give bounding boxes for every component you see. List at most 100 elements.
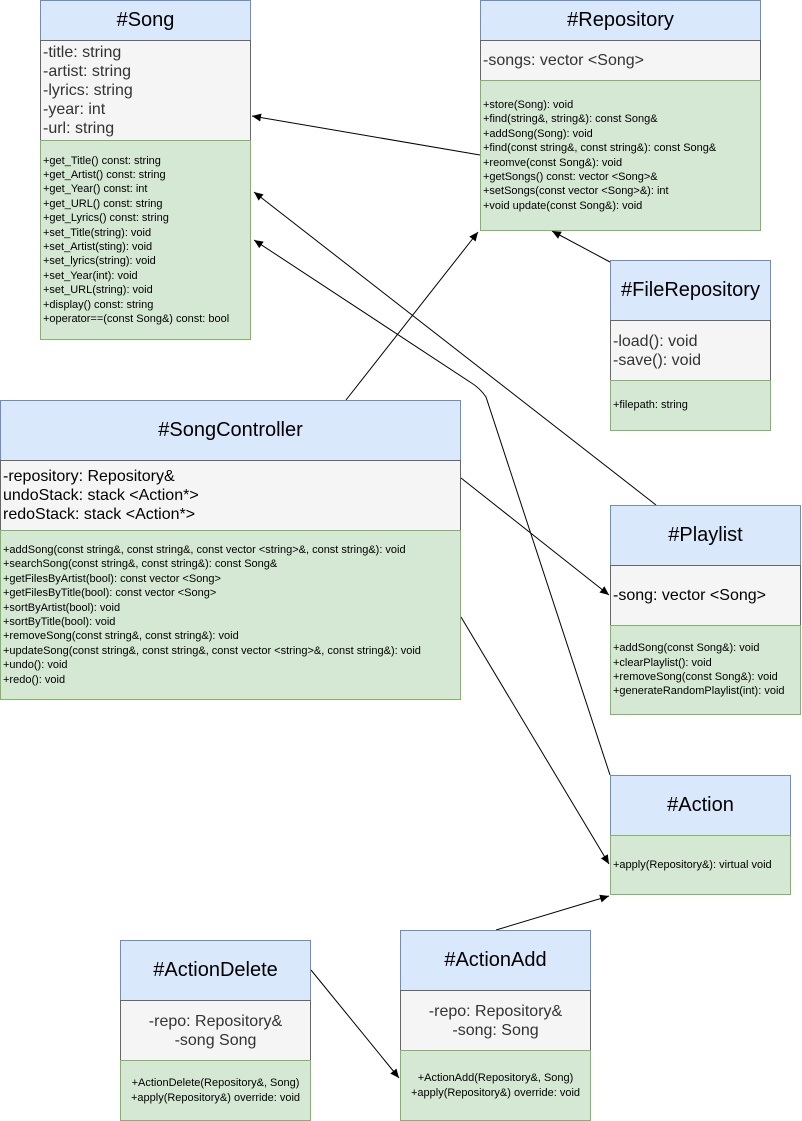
- operation: +updateSong(const string&, const string&…: [3, 644, 421, 657]
- class-file-repository-header: #FileRepository: [610, 260, 771, 321]
- class-repository-attributes: -songs: vector <Song>: [480, 40, 761, 81]
- class-file-repository[interactable]: #FileRepository -load(): void -save(): v…: [610, 260, 771, 431]
- attribute: -artist: string: [43, 63, 132, 80]
- operation: +void update(const Song&): void: [483, 199, 643, 212]
- attribute: -load(): void: [613, 332, 698, 350]
- class-repository-operations: +store(Song): void +find(string&, string…: [480, 80, 761, 231]
- edge-actiondelete-to-actionadd: [310, 969, 400, 1079]
- class-song-operations: +get_Title() const: string +get_Artist()…: [40, 140, 251, 340]
- class-playlist[interactable]: #Playlist -song: vector <Song> +addSong(…: [610, 505, 801, 715]
- operation: +apply(Repository&) override: void: [130, 1091, 301, 1104]
- operation: +get_Lyrics() const: string: [43, 212, 169, 225]
- class-action-header: #Action: [610, 775, 791, 836]
- operation: +searchSong(const string&, const string&…: [3, 558, 278, 571]
- class-song-attributes: -title: string -artist: string -lyrics: …: [40, 40, 251, 141]
- edge-action-to-song: [253, 239, 611, 776]
- operation: +set_Artist(sting): void: [43, 241, 153, 253]
- operation: +set_Year(int): void: [43, 269, 138, 282]
- class-song-controller-name: #SongController: [158, 419, 303, 441]
- class-action-delete-operations: +ActionDelete(Repository&, Song) +apply(…: [120, 1060, 311, 1121]
- operation: +apply(Repository&) override: void: [410, 1086, 581, 1099]
- attribute: -song: Song: [452, 1021, 539, 1039]
- class-file-repository-attributes: -load(): void -save(): void: [610, 320, 771, 381]
- class-song-header: #Song: [40, 0, 251, 41]
- attribute: redoStack: stack <Action*>: [3, 506, 196, 523]
- operation: +filepath: string: [613, 399, 688, 412]
- attribute: -song: vector <Song>: [613, 587, 766, 604]
- edge-songcontroller-to-action: [460, 616, 610, 865]
- edge-songcontroller-to-playlist: [460, 477, 610, 596]
- operation: +find(string&, string&): const Song&: [483, 113, 658, 126]
- class-action-delete-name: #ActionDelete: [153, 959, 278, 981]
- operation: +apply(Repository&): virtual void: [613, 858, 772, 871]
- class-action-add-name: #ActionAdd: [444, 949, 547, 971]
- class-action-delete[interactable]: #ActionDelete -repo: Repository& -song S…: [120, 940, 311, 1121]
- operation: +getFilesByArtist(bool): const vector <S…: [3, 572, 221, 585]
- attribute: -lyrics: string: [43, 82, 133, 99]
- edge-actionadd-to-action: [495, 894, 610, 931]
- class-repository-name: #Repository: [567, 9, 674, 31]
- class-song-controller-operations: +addSong(const string&, const string&, c…: [0, 530, 461, 700]
- class-action-add[interactable]: #ActionAdd -repo: Repository& -song: Son…: [400, 930, 591, 1121]
- class-playlist-header: #Playlist: [610, 505, 801, 566]
- operation: +redo(): void: [3, 673, 66, 686]
- class-action-operations: +apply(Repository&): virtual void: [610, 835, 791, 895]
- operation: +get_Title() const: string: [43, 154, 161, 167]
- operation: +set_lyrics(string): void: [43, 255, 156, 268]
- operation: +get_Artist() const: string: [43, 168, 166, 181]
- class-action-add-header: #ActionAdd: [400, 930, 591, 991]
- attribute: -song Song: [174, 1031, 257, 1049]
- attribute: -songs: vector <Song>: [483, 52, 644, 69]
- operation: +set_URL(string): void: [43, 284, 153, 297]
- operation: +find(const string&, const string&): con…: [483, 142, 717, 155]
- operation: +addSong(const Song&): void: [613, 642, 760, 655]
- operation: +generateRandomPlaylist(int): void: [613, 685, 785, 698]
- class-song-controller[interactable]: #SongController -repository: Repository&…: [0, 400, 461, 700]
- class-song-name: #Song: [116, 9, 175, 31]
- class-file-repository-name: #FileRepository: [621, 279, 760, 301]
- class-song[interactable]: #Song -title: string -artist: string -ly…: [40, 0, 251, 340]
- edge-songcontroller-to-repository: [345, 231, 479, 401]
- operation: +display() const: string: [43, 298, 154, 311]
- operation: +undo(): void: [3, 659, 68, 672]
- class-action-add-attributes: -repo: Repository& -song: Song: [400, 990, 591, 1051]
- operation: +get_URL() const: string: [43, 197, 163, 210]
- operation: +ActionAdd(Repository&, Song): [417, 1072, 574, 1085]
- class-playlist-name: #Playlist: [668, 524, 743, 546]
- class-song-controller-header: #SongController: [0, 400, 461, 461]
- edge-repository-to-song: [251, 113, 481, 156]
- class-playlist-attributes: -song: vector <Song>: [610, 565, 801, 626]
- attribute: -save(): void: [613, 351, 702, 369]
- class-action-delete-attributes: -repo: Repository& -song Song: [120, 1000, 311, 1061]
- operation: +getSongs() const: vector <Song>&: [483, 170, 658, 183]
- operation: +setSongs(const vector <Song>&): int: [483, 185, 669, 198]
- operation: +ActionDelete(Repository&, Song): [131, 1077, 300, 1090]
- operation: +clearPlaylist(): void: [613, 656, 712, 669]
- operation: +getFilesByTitle(bool): const vector <So…: [3, 587, 217, 600]
- attribute: -repo: Repository&: [148, 1012, 283, 1030]
- class-file-repository-operations: +filepath: string: [610, 380, 771, 431]
- attribute: undoStack: stack <Action*>: [3, 487, 199, 504]
- operation: +sortByArtist(bool): void: [3, 601, 121, 614]
- operation: +addSong(Song): void: [483, 127, 593, 140]
- attribute: -repo: Repository&: [428, 1002, 563, 1020]
- attribute: -repository: Repository&: [3, 468, 175, 485]
- class-action[interactable]: #Action +apply(Repository&): virtual voi…: [610, 775, 791, 895]
- class-song-controller-attributes: -repository: Repository& undoStack: stac…: [0, 460, 461, 531]
- operation: +set_Title(string): void: [43, 226, 152, 239]
- class-playlist-operations: +addSong(const Song&): void +clearPlayli…: [610, 625, 801, 715]
- operation: +store(Song): void: [483, 98, 574, 111]
- operation: +get_Year() const: int: [43, 183, 148, 196]
- class-action-delete-header: #ActionDelete: [120, 940, 311, 1001]
- attribute: -year: int: [43, 101, 106, 118]
- edge-filerepository-to-repository: [551, 230, 611, 263]
- class-repository[interactable]: #Repository -songs: vector <Song> +store…: [480, 0, 761, 231]
- edge-playlist-to-song: [253, 191, 657, 506]
- operation: +operator==(const Song&) const: bool: [43, 313, 230, 326]
- operation: +removeSong(const string&, const string&…: [3, 630, 239, 643]
- operation: +removeSong(const Song&): void: [613, 671, 778, 683]
- operation: +reomve(const Song&): void: [483, 156, 623, 169]
- class-action-add-operations: +ActionAdd(Repository&, Song) +apply(Rep…: [400, 1050, 591, 1121]
- operation: +addSong(const string&, const string&, c…: [3, 543, 406, 556]
